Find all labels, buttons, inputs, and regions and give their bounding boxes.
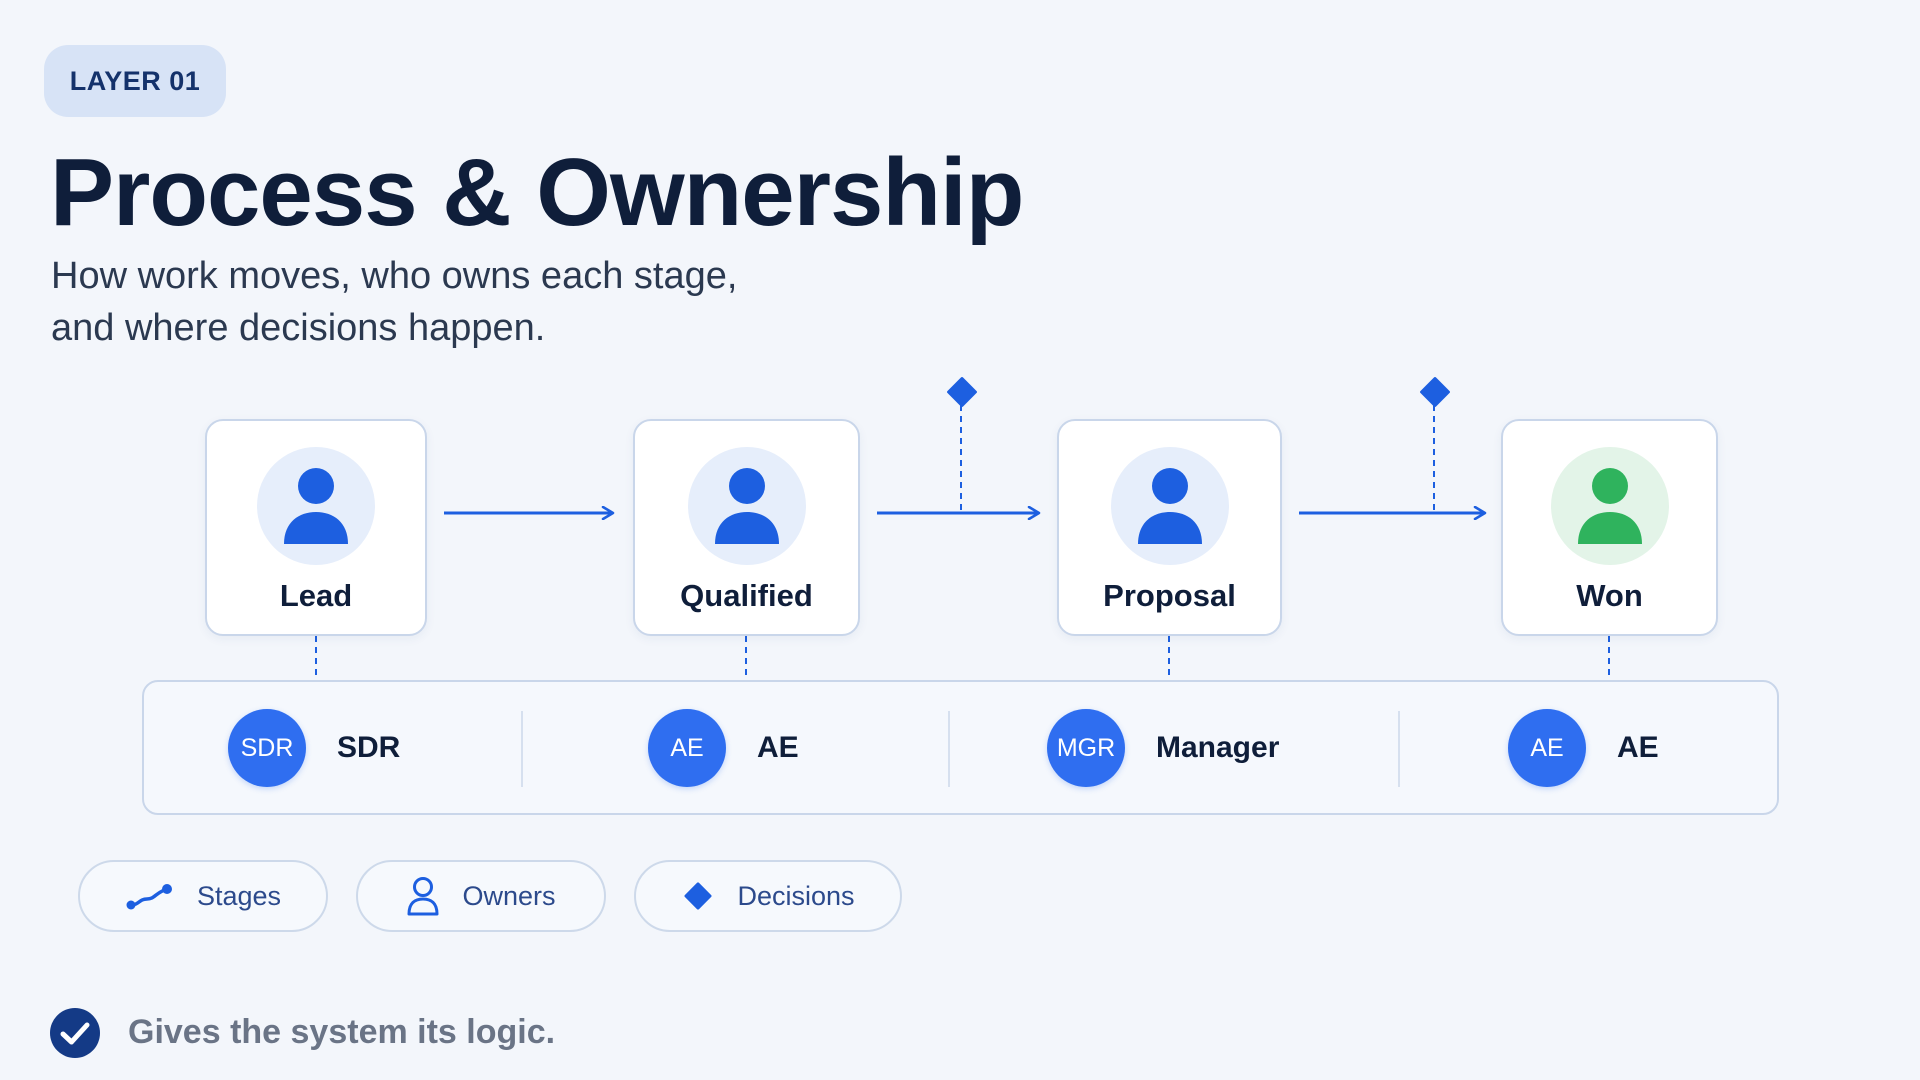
- stage-card-won: Won: [1501, 419, 1718, 636]
- owner-name: Manager: [1156, 731, 1280, 764]
- stage-label: Proposal: [1103, 578, 1236, 613]
- owner-manager: MGR Manager: [1047, 708, 1279, 788]
- owner-avatar: AE: [648, 709, 726, 787]
- stage-avatar: [1110, 447, 1229, 565]
- page-subtitle: How work moves, who owns each stage, and…: [51, 250, 851, 354]
- stage-avatar: [1550, 447, 1669, 565]
- footnote: Gives the system its logic.: [128, 1013, 556, 1051]
- person-icon: [284, 468, 348, 544]
- subtitle-line-1: How work moves, who owns each stage,: [51, 255, 738, 297]
- stage-card-qualified: Qualified: [633, 419, 860, 636]
- stage-card-proposal: Proposal: [1057, 419, 1282, 636]
- stage-avatar: [257, 447, 375, 565]
- diamond-icon: [681, 879, 715, 913]
- stage-label: Qualified: [680, 578, 813, 613]
- legend-label: Owners: [462, 880, 556, 911]
- stage-avatar: [687, 447, 806, 565]
- owner-name: AE: [1617, 731, 1659, 764]
- owner-name: SDR: [337, 731, 401, 764]
- legend-stages: Stages: [78, 860, 328, 932]
- layer-badge: LAYER 01: [44, 45, 226, 117]
- decision-diamond-icon: [947, 377, 977, 407]
- stages-path-icon: [125, 881, 175, 911]
- owner-ae: AE AE: [648, 708, 799, 788]
- owner-avatar: AE: [1508, 709, 1586, 787]
- legend-owners: Owners: [356, 860, 606, 932]
- legend-decisions: Decisions: [634, 860, 902, 932]
- page-title: Process & Ownership: [50, 139, 1024, 246]
- legend-label: Stages: [196, 880, 282, 911]
- stage-label: Won: [1576, 578, 1643, 613]
- stage-card-lead: Lead: [205, 419, 427, 636]
- subtitle-line-2: and where decisions happen.: [51, 307, 546, 349]
- owners-row: SDR SDR AE AE MGR Manager AE AE: [142, 680, 1779, 815]
- owner-divider: [948, 711, 950, 787]
- owner-avatar: MGR: [1047, 709, 1125, 787]
- person-icon: [714, 468, 779, 544]
- check-circle-icon: [50, 1008, 100, 1058]
- owner-name: AE: [757, 731, 799, 764]
- owner-sdr: SDR SDR: [228, 708, 400, 788]
- stage-label: Lead: [279, 578, 353, 613]
- person-icon: [1137, 468, 1202, 544]
- decision-diamond-icon: [1420, 377, 1450, 407]
- owner-avatar: SDR: [228, 709, 306, 787]
- owner-divider: [521, 711, 523, 787]
- person-icon: [1577, 468, 1642, 544]
- owner-divider: [1398, 711, 1400, 787]
- legend-label: Decisions: [737, 880, 855, 911]
- owner-ae-won: AE AE: [1508, 708, 1659, 788]
- person-outline-icon: [406, 876, 440, 916]
